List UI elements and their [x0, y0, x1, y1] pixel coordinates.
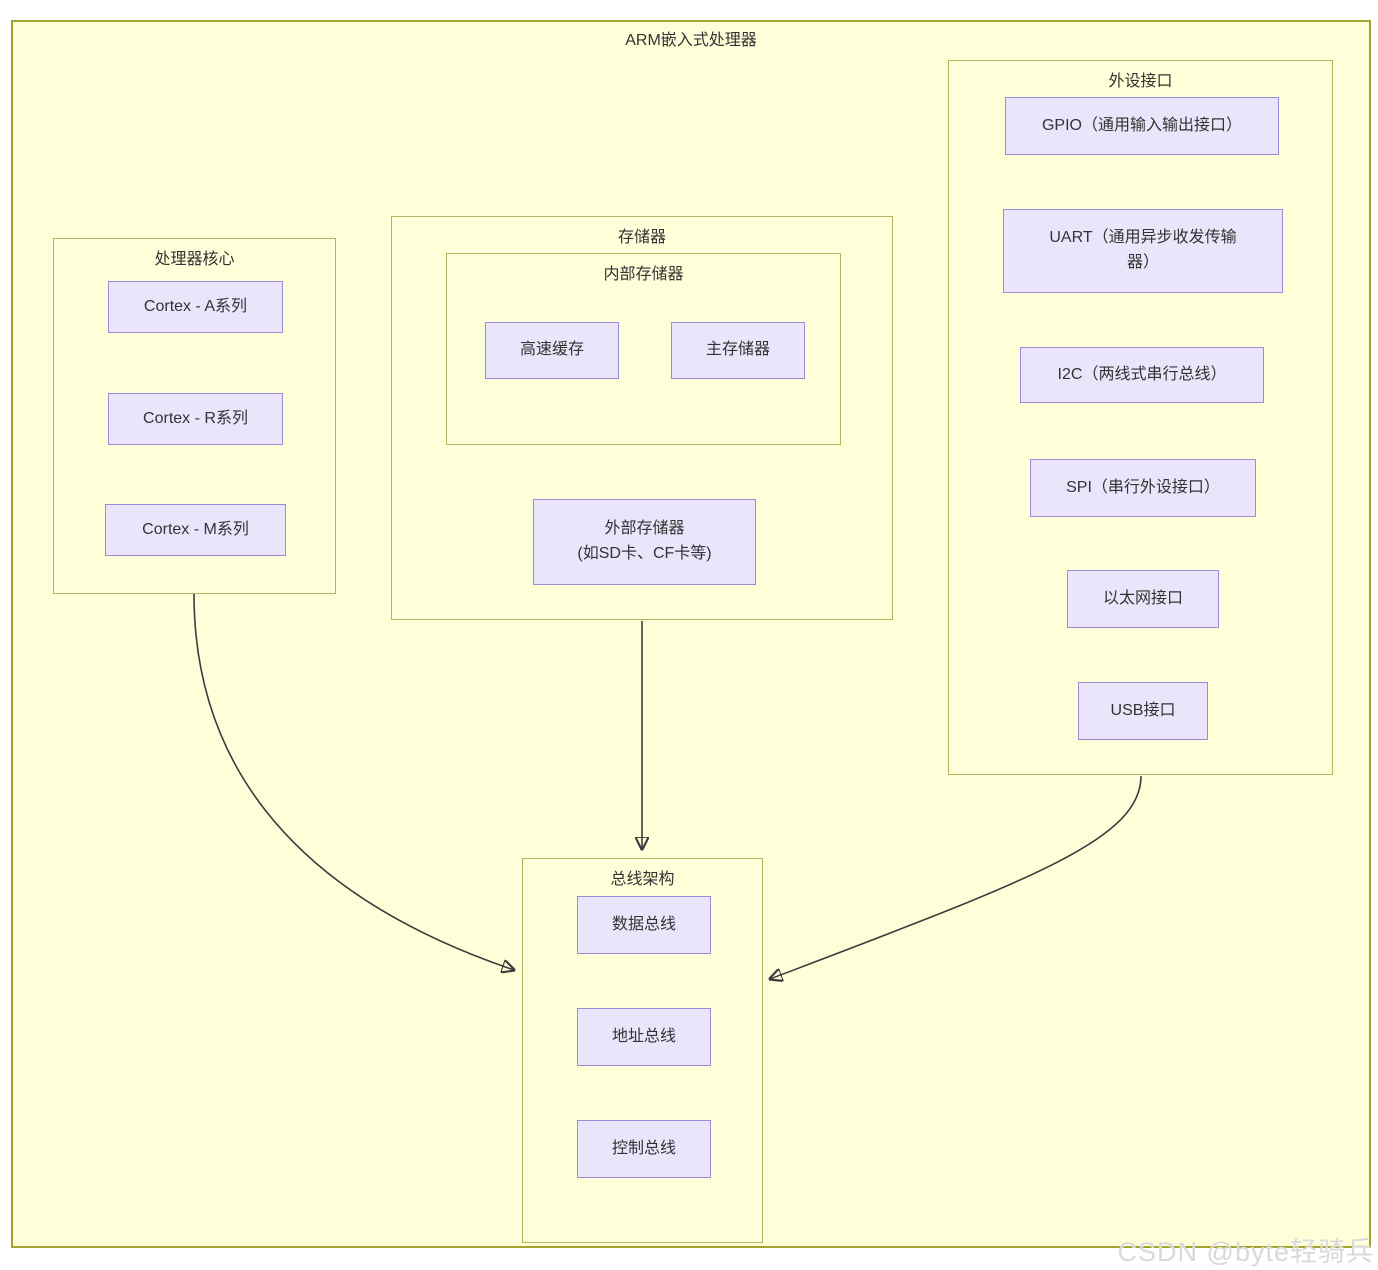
group-peripherals-title: 外设接口 [1108, 73, 1173, 90]
group-bus-architecture: 总线架构 数据总线 地址总线 控制总线 [522, 858, 763, 1243]
group-memory: 存储器 内部存储器 高速缓存 主存储器 外部存储器 (如SD卡、CF卡等) [391, 216, 893, 620]
csdn-watermark: CSDN @byte轻骑兵 [1117, 1237, 1374, 1267]
node-data-bus: 数据总线 [577, 896, 711, 954]
node-ethernet: 以太网接口 [1067, 570, 1219, 628]
diagram-title: ARM嵌入式处理器 [625, 32, 757, 49]
node-cortex-r: Cortex - R系列 [108, 393, 283, 445]
node-cortex-a: Cortex - A系列 [108, 281, 283, 333]
node-gpio: GPIO（通用输入输出接口） [1005, 97, 1279, 155]
group-internal-memory-title: 内部存储器 [603, 266, 684, 283]
group-internal-memory: 内部存储器 高速缓存 主存储器 [446, 253, 841, 445]
node-cache: 高速缓存 [485, 322, 619, 379]
node-usb: USB接口 [1078, 682, 1208, 740]
group-bus-architecture-title: 总线架构 [610, 871, 675, 888]
node-address-bus: 地址总线 [577, 1008, 711, 1066]
node-control-bus: 控制总线 [577, 1120, 711, 1178]
node-i2c: I2C（两线式串行总线） [1020, 347, 1264, 403]
group-peripherals: 外设接口 GPIO（通用输入输出接口） UART（通用异步收发传输 器） I2C… [948, 60, 1333, 775]
node-cortex-m: Cortex - M系列 [105, 504, 286, 556]
node-spi: SPI（串行外设接口） [1030, 459, 1256, 517]
node-uart: UART（通用异步收发传输 器） [1003, 209, 1283, 293]
node-main-memory: 主存储器 [671, 322, 805, 379]
group-processor-core-title: 处理器核心 [154, 251, 235, 268]
node-external-memory: 外部存储器 (如SD卡、CF卡等) [533, 499, 756, 585]
group-processor-core: 处理器核心 Cortex - A系列 Cortex - R系列 Cortex -… [53, 238, 336, 594]
group-memory-title: 存储器 [617, 229, 666, 246]
